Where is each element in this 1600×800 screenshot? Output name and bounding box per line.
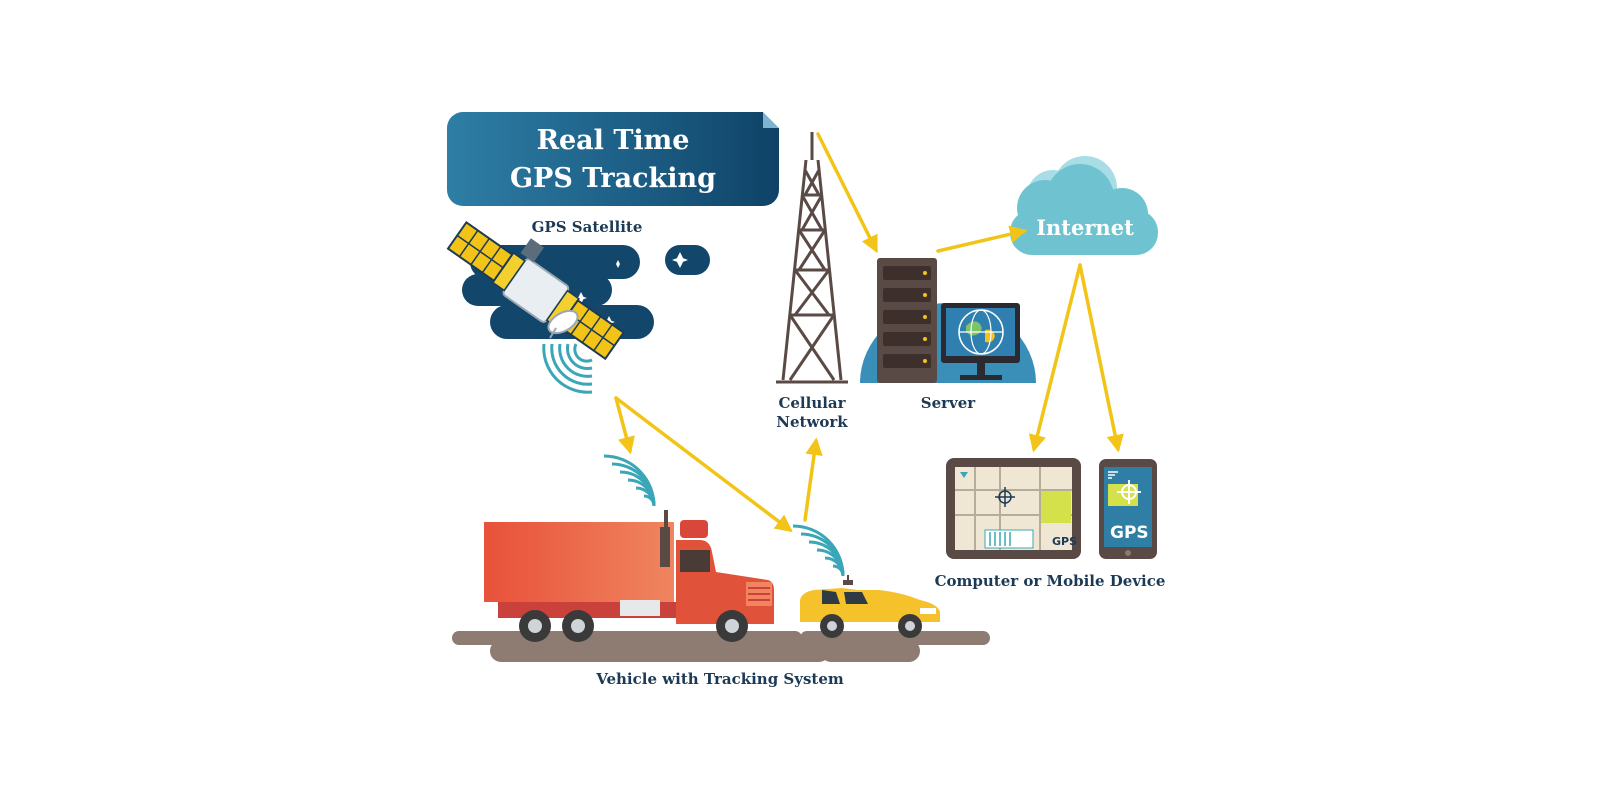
truck-icon (484, 510, 774, 642)
title-line-1: Real Time (536, 125, 690, 156)
taxi-car-icon (800, 575, 940, 638)
arrow-tower-to-server (816, 132, 878, 254)
truck-signal-waves-icon (603, 454, 656, 507)
tablet-gps-label: GPS (1052, 535, 1077, 548)
signal-waves-icon (542, 343, 593, 394)
title-line-2: GPS Tracking (509, 163, 717, 194)
cloud-icon (1010, 156, 1158, 255)
car-signal-waves-icon (792, 524, 845, 577)
tablet-map-icon (946, 458, 1081, 559)
page-title: Real Time GPS Tracking (447, 122, 779, 198)
server-label: Server (920, 394, 976, 412)
smartphone-icon (1099, 459, 1157, 559)
arrow-car-to-tower (803, 437, 823, 522)
road (452, 631, 990, 662)
cellular-network-label: Cellular Network (752, 394, 872, 432)
cell-tower-icon (776, 132, 848, 384)
internet-label: Internet (1036, 215, 1134, 240)
arrow-internet-to-phone (1078, 263, 1124, 453)
arrow-satellite-to-truck (614, 396, 635, 455)
cellular-network-label-line-1: Cellular (778, 394, 846, 412)
gps-satellite-label: GPS Satellite (531, 218, 643, 236)
computer-or-mobile-device-label: Computer or Mobile Device (934, 572, 1166, 590)
banner-fold (763, 112, 779, 128)
vehicle-with-tracking-system-label: Vehicle with Tracking System (596, 670, 844, 688)
arrow-server-to-internet (936, 225, 1028, 253)
arrow-satellite-to-car (614, 396, 793, 533)
cellular-network-label-line-2: Network (776, 413, 848, 431)
satellite-icon (446, 221, 626, 361)
phone-gps-label: GPS (1110, 523, 1149, 543)
title-banner: Real Time GPS Tracking (447, 112, 779, 206)
monitor-globe-icon (941, 303, 1020, 380)
arrow-internet-to-tablet (1028, 263, 1082, 453)
